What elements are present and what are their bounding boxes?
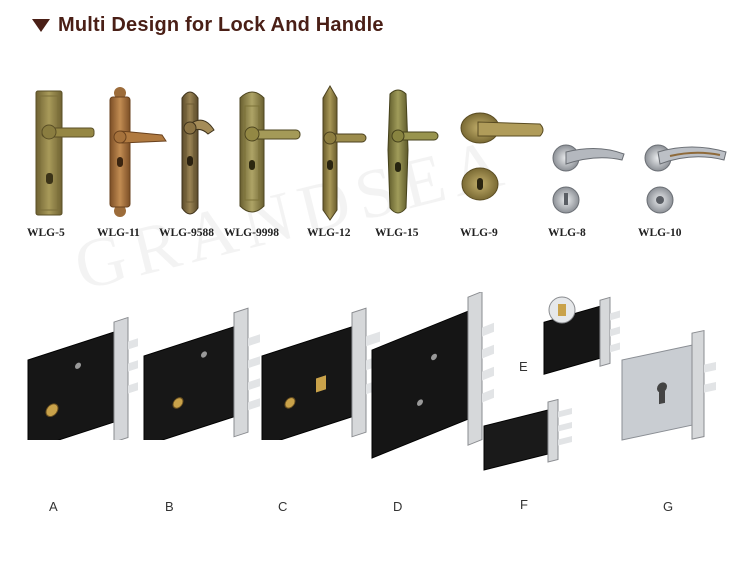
lock-letter: E <box>519 359 528 374</box>
handle-wlg-9588-image <box>181 91 215 215</box>
handle-label: WLG-12 <box>307 227 351 239</box>
mortise-lock-c-image <box>261 307 380 440</box>
handle-wlg-9-image <box>460 112 544 201</box>
handle-label: WLG-9588 <box>159 227 214 239</box>
handle-label: WLG-8 <box>548 227 586 239</box>
handle-label: WLG-5 <box>27 227 65 239</box>
handle-wlg-12-image <box>322 85 367 221</box>
mortise-lock-g-image <box>621 329 716 441</box>
lock-letter: G <box>663 499 674 514</box>
triangle-down-icon <box>32 19 50 32</box>
handle-wlg-11-image <box>109 87 167 217</box>
handle-wlg-15-image <box>387 89 439 214</box>
handle-wlg-5-image <box>35 90 95 216</box>
mortise-lock-e-image <box>543 296 620 375</box>
mortise-lock-b-image <box>143 307 260 440</box>
page-title: Multi Design for Lock And Handle <box>58 14 384 36</box>
handle-wlg-9998-image <box>239 91 301 213</box>
handle-label: WLG-10 <box>638 227 682 239</box>
lock-letter: C <box>278 499 288 514</box>
section-title: Multi Design for Lock And Handle <box>32 14 384 37</box>
lock-letter: B <box>165 499 174 514</box>
handle-label: WLG-9998 <box>224 227 279 239</box>
handle-wlg-10-image <box>644 144 727 214</box>
handle-label: WLG-11 <box>97 227 140 239</box>
handle-label: WLG-9 <box>460 227 498 239</box>
lock-letter: D <box>393 499 403 514</box>
mortise-lock-d-image <box>371 292 494 459</box>
mortise-lock-a-image <box>27 316 138 440</box>
lock-letter: A <box>49 499 58 514</box>
handle-label: WLG-15 <box>375 227 419 239</box>
handle-wlg-8-image <box>552 144 625 214</box>
mortise-lock-f-image <box>483 398 572 471</box>
lock-letter: F <box>520 497 528 512</box>
